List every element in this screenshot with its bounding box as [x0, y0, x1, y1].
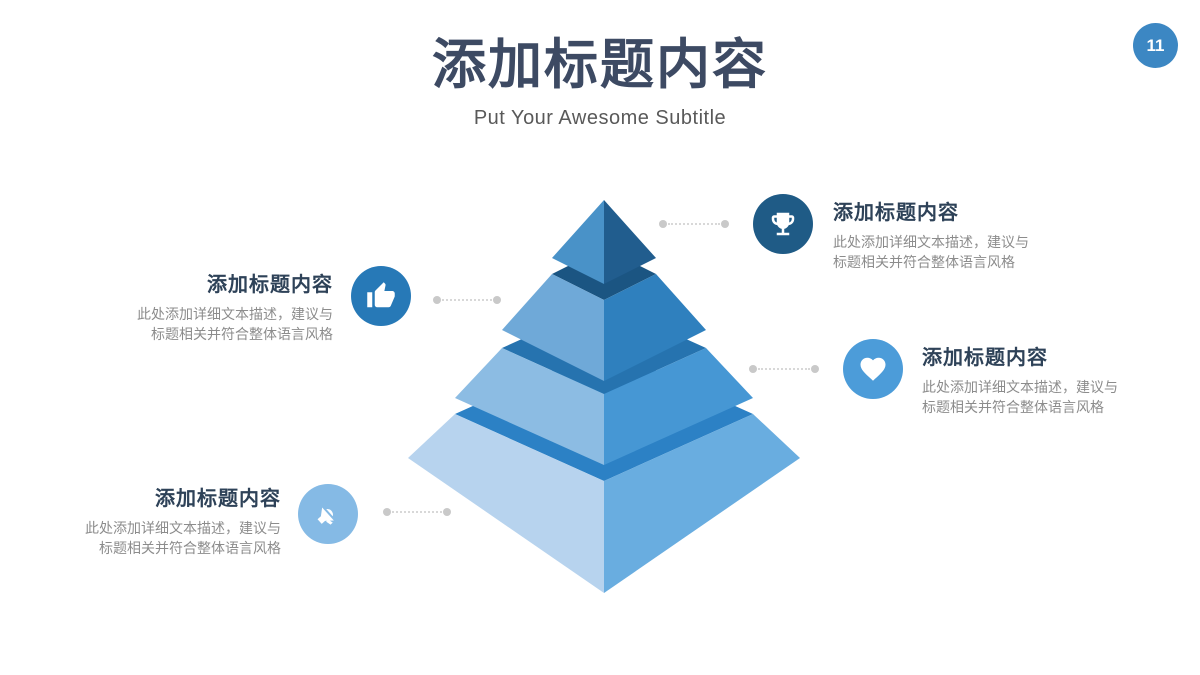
megaphone-icon-circle — [298, 484, 358, 544]
trophy-icon — [771, 212, 795, 236]
callout-heading: 添加标题内容 — [922, 347, 1048, 369]
pyramid-level-4-right-face — [604, 414, 800, 593]
connector-middle-right — [749, 364, 819, 373]
callout-heading: 添加标题内容 — [833, 202, 959, 224]
connector-line — [392, 510, 442, 513]
callout-middle-right: 添加标题内容 此处添加详细文本描述，建议与 标题相关并符合整体语言风格 — [922, 341, 1162, 417]
callout-body: 此处添加详细文本描述，建议与 标题相关并符合整体语言风格 — [137, 306, 333, 342]
pyramid-level-4-top-face — [455, 347, 753, 481]
pyramid-level-4-left-face — [408, 414, 604, 593]
callout-top-right: 添加标题内容 此处添加详细文本描述，建议与 标题相关并符合整体语言风格 — [833, 196, 1073, 272]
pyramid-level-2-left-face — [502, 274, 604, 381]
connector-top-right — [659, 219, 729, 228]
slide-subtitle: Put Your Awesome Subtitle — [473, 107, 727, 129]
connector-line — [442, 298, 492, 301]
connector-bottom-left — [383, 507, 451, 516]
callout-bottom-left: 添加标题内容 此处添加详细文本描述，建议与 标题相关并符合整体语言风格 — [41, 482, 281, 558]
callout-middle-left: 添加标题内容 此处添加详细文本描述，建议与 标题相关并符合整体语言风格 — [93, 268, 333, 344]
thumbs-up-icon-circle — [351, 266, 411, 326]
connector-dot — [721, 219, 729, 228]
connector-dot — [493, 295, 501, 304]
connector-dot — [749, 364, 757, 373]
page-number: 11 — [1146, 35, 1165, 55]
callout-heading: 添加标题内容 — [155, 488, 281, 510]
slide-title: 添加标题内容 — [432, 35, 768, 95]
page-number-badge: 11 — [1133, 23, 1178, 68]
callout-heading: 添加标题内容 — [207, 274, 333, 296]
connector-middle-left — [433, 295, 501, 304]
heart-icon — [860, 357, 886, 381]
callout-body: 此处添加详细文本描述，建议与 标题相关并符合整体语言风格 — [85, 520, 281, 556]
pyramid-level-2-right-face — [604, 274, 706, 381]
connector-dot — [811, 364, 819, 373]
pyramid-level-3-left-face — [455, 348, 604, 465]
thumbs-up-icon — [367, 282, 395, 308]
trophy-icon-circle — [753, 194, 813, 254]
connector-dot — [659, 219, 667, 228]
callout-body: 此处添加详细文本描述，建议与 标题相关并符合整体语言风格 — [833, 234, 1029, 270]
connector-dot — [383, 507, 391, 516]
megaphone-icon — [317, 507, 334, 525]
callout-body: 此处添加详细文本描述，建议与 标题相关并符合整体语言风格 — [922, 379, 1118, 415]
pyramid-level-1-right-face — [604, 200, 656, 284]
connector-dot — [443, 507, 451, 516]
pyramid-level-3-right-face — [604, 348, 753, 465]
pyramid-level-2-top-face — [552, 248, 656, 300]
connector-line — [758, 367, 810, 370]
connector-line — [668, 222, 720, 225]
pyramid-level-1-left-face — [552, 200, 604, 284]
heart-icon-circle — [843, 339, 903, 399]
pyramid-level-3-top-face — [502, 302, 706, 394]
connector-dot — [433, 295, 441, 304]
